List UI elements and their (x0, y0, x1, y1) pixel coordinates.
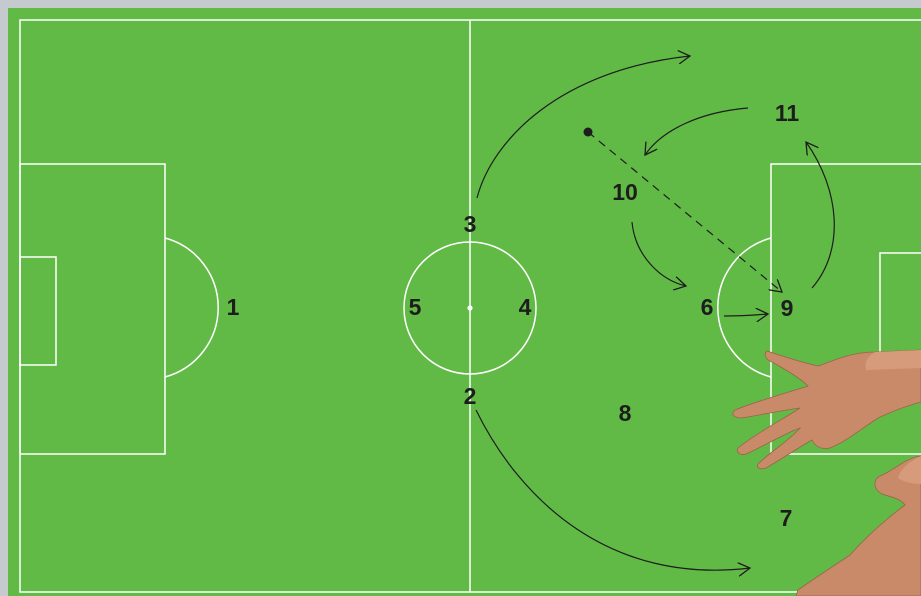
player-3: 3 (464, 211, 477, 237)
player-1: 1 (227, 294, 240, 320)
player-9: 9 (781, 295, 794, 321)
player-5: 5 (409, 294, 422, 320)
ball-marker (584, 128, 593, 137)
player-8: 8 (619, 400, 632, 426)
player-7: 7 (780, 505, 793, 531)
player-4: 4 (519, 294, 532, 320)
player-6: 6 (701, 294, 714, 320)
player-10: 10 (612, 179, 638, 205)
center-spot (467, 305, 472, 310)
player-2: 2 (464, 383, 477, 409)
player-11: 11 (775, 100, 800, 126)
